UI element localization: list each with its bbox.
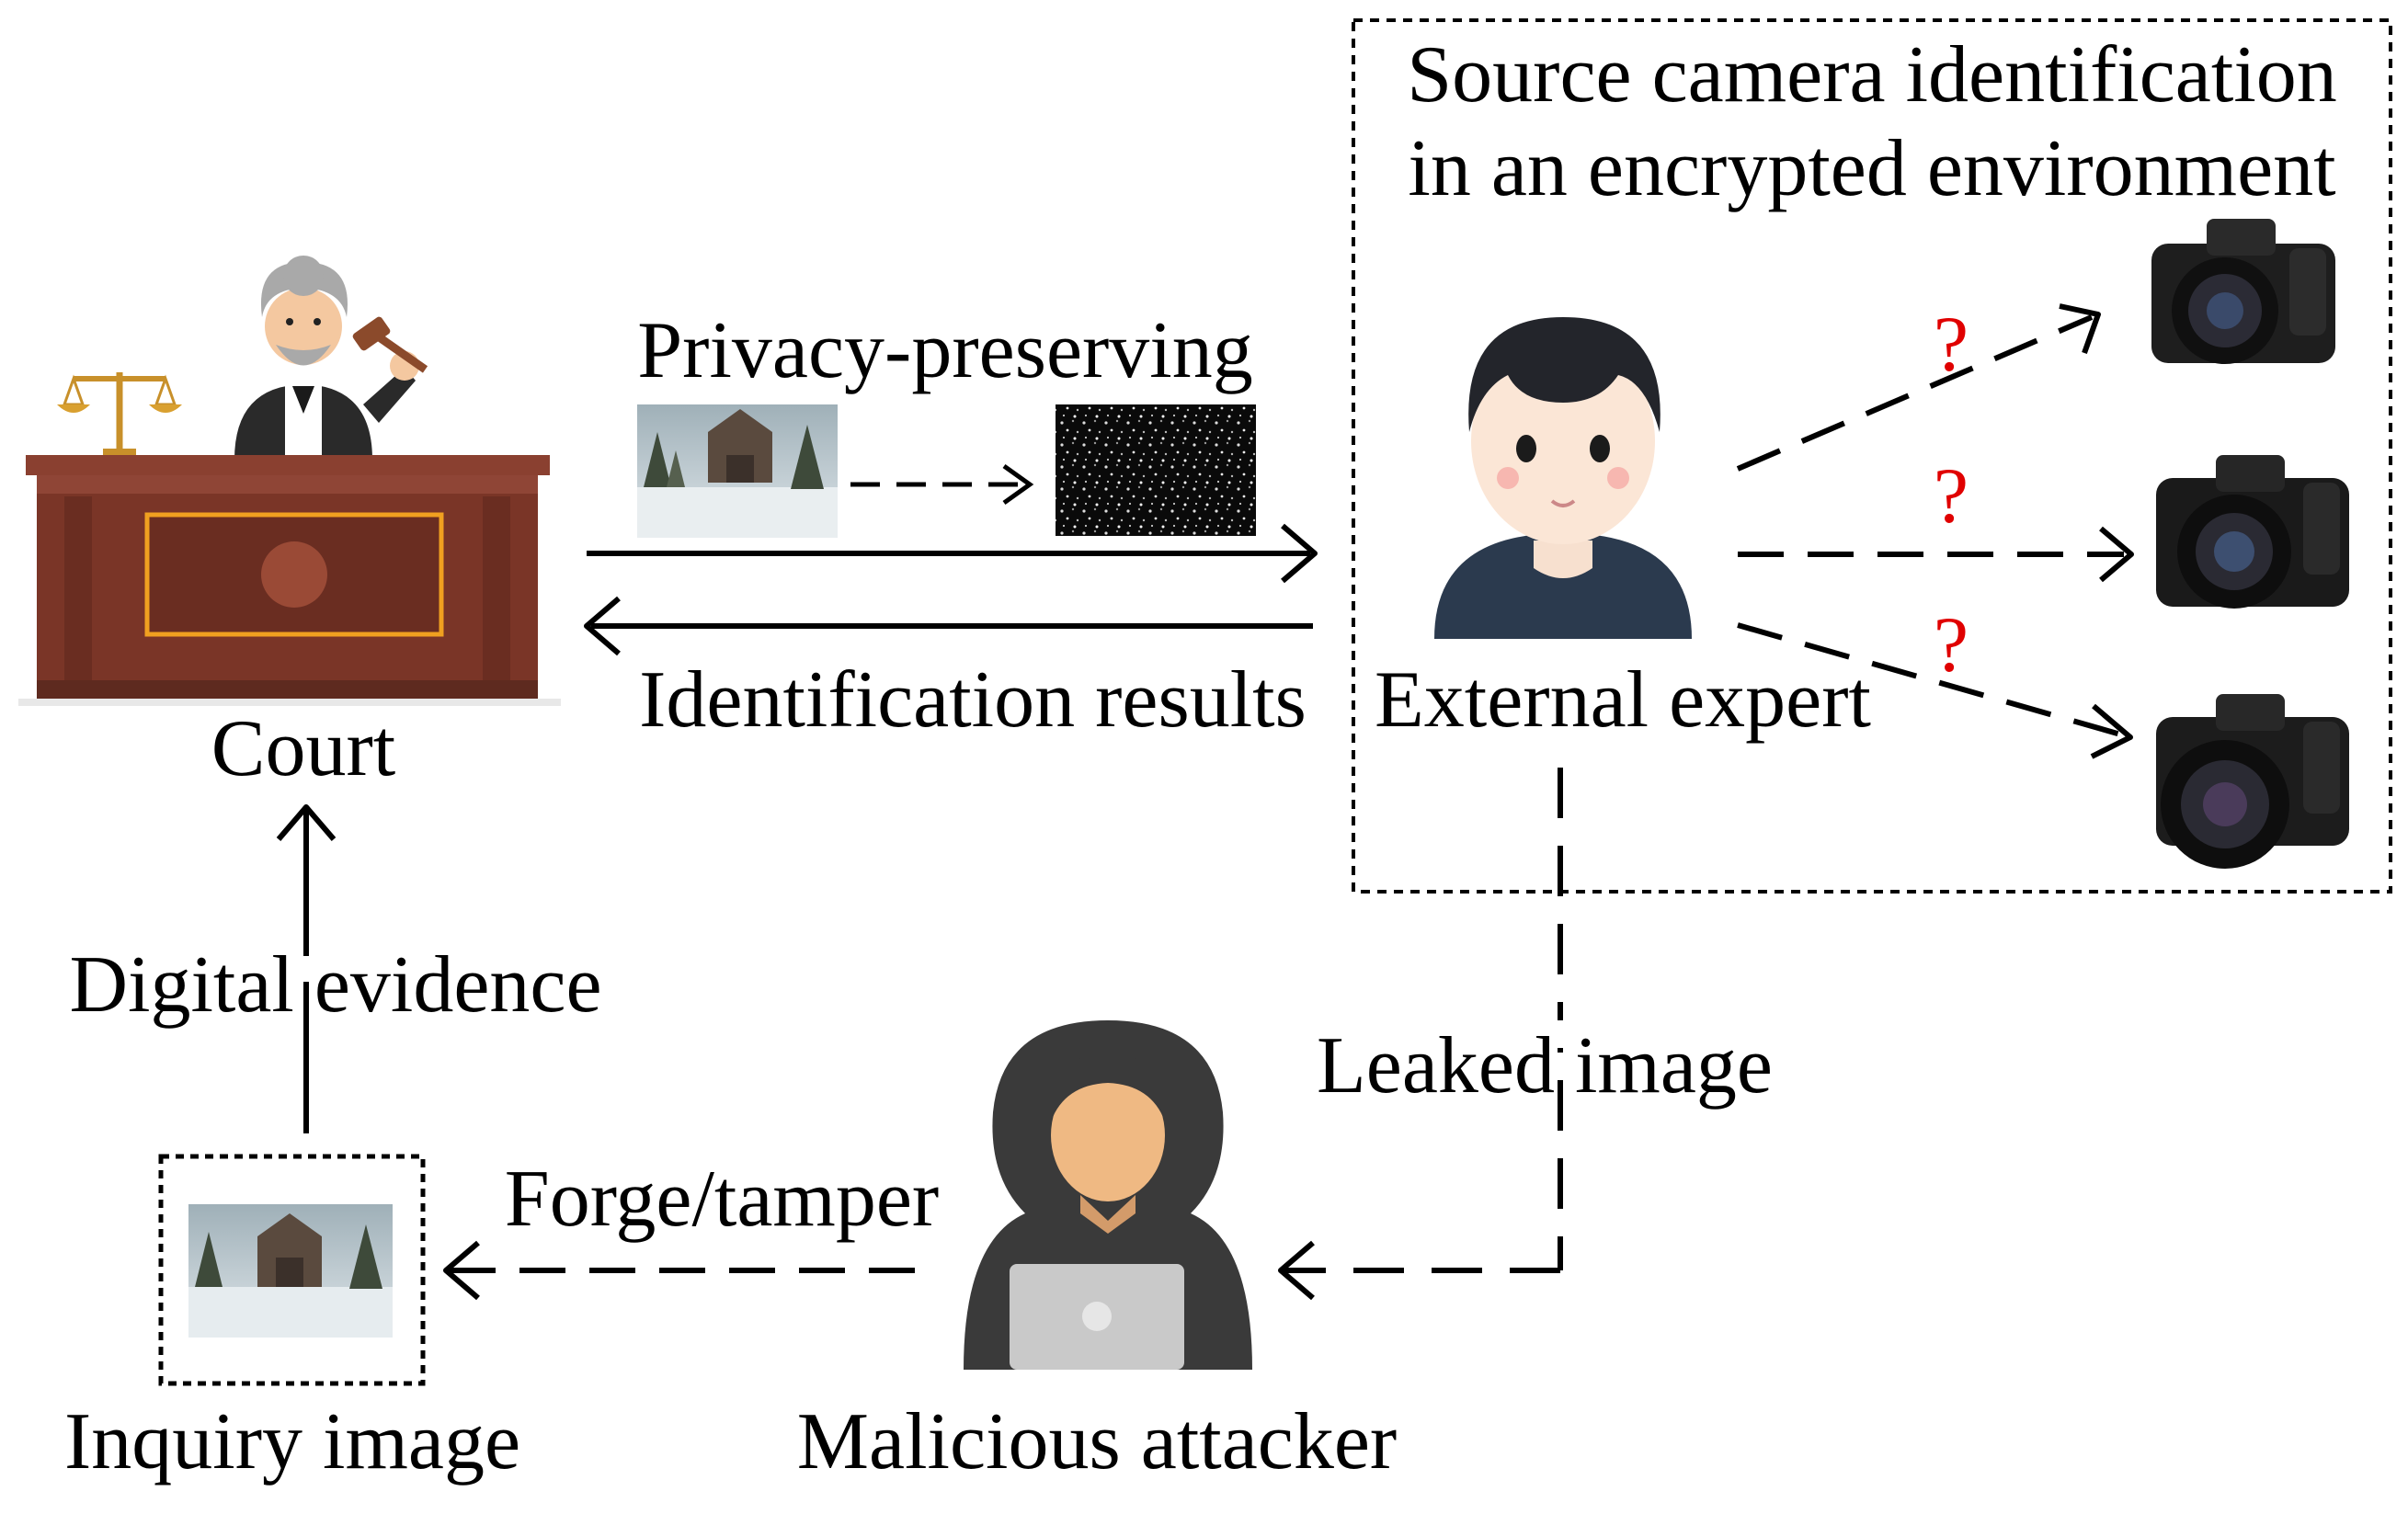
expert-to-camera-arrow-3: [1737, 622, 2133, 759]
source-camera-title-line1: Source camera identification: [1407, 30, 2337, 120]
inquiry-image-frame: [158, 1154, 426, 1386]
attacker-icon: [964, 1020, 1252, 1370]
external-expert-label: External expert: [1375, 655, 1871, 745]
leaked-image-arrow: [1278, 768, 1563, 1301]
privacy-preserving-label: Privacy-preserving: [637, 306, 1253, 395]
court-label: Court: [211, 704, 395, 793]
evidence-label-gap: [285, 956, 325, 982]
camera-icon-3: [2156, 694, 2349, 869]
encrypted-environment-box: [1352, 18, 2392, 894]
expert-to-camera-arrow-2: [1738, 526, 2134, 583]
encrypt-arrow: [850, 463, 1034, 506]
court-to-expert-arrow: [587, 523, 1318, 584]
source-camera-title-line2: in an encrypted environment: [1408, 124, 2335, 213]
camera-icon-1: [2151, 219, 2335, 364]
inquiry-image-label: Inquiry image: [64, 1397, 520, 1486]
expert-to-court-arrow: [584, 596, 1313, 656]
question-mark-1: ?: [1934, 300, 1969, 388]
forge-tamper-arrow: [443, 1240, 915, 1301]
leaked-image-label: Leaked image: [1317, 1021, 1773, 1110]
question-mark-3: ?: [1934, 600, 1969, 689]
court-icon: [18, 256, 561, 706]
camera-icon-2: [2156, 455, 2349, 609]
encrypted-image-icon: [1056, 404, 1256, 536]
question-mark-2: ?: [1934, 451, 1969, 540]
identification-results-label: Identification results: [639, 655, 1307, 745]
expert-to-camera-arrow-1: [1736, 303, 2101, 472]
inquiry-image-icon: [188, 1204, 393, 1338]
digital-evidence-label: Digital evidence: [69, 940, 601, 1030]
forge-tamper-label: Forge/tamper: [505, 1155, 939, 1244]
expert-icon: [1434, 317, 1692, 639]
plain-image-icon: [637, 404, 838, 538]
leaked-label-gap: [1540, 1020, 1581, 1048]
malicious-attacker-label: Malicious attacker: [797, 1397, 1397, 1486]
